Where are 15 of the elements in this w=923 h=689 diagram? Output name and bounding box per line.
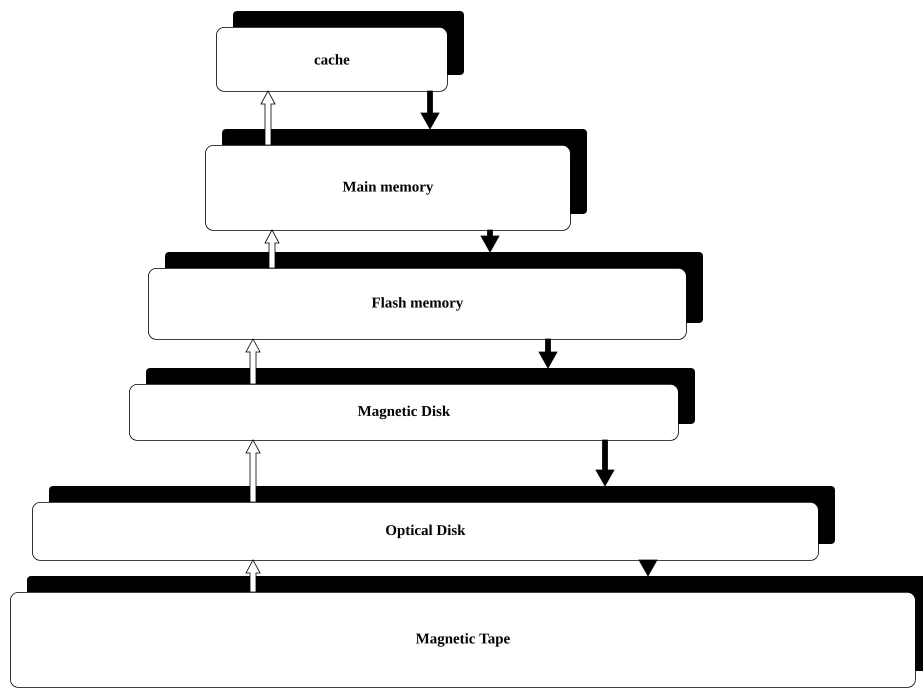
memory-box: Flash memory bbox=[148, 252, 703, 340]
arrow bbox=[420, 90, 440, 130]
hollow-arrow bbox=[260, 90, 276, 146]
arrow bbox=[480, 230, 500, 253]
memory-box: Magnetic Disk bbox=[129, 368, 695, 441]
memory-box: cache bbox=[216, 11, 464, 92]
hollow-arrow bbox=[245, 338, 261, 384]
memory-box: Main memory bbox=[205, 129, 587, 231]
arrow bbox=[595, 440, 615, 487]
hollow-arrow bbox=[245, 439, 261, 502]
memory-box: Magnetic Tape bbox=[10, 576, 923, 688]
arrow bbox=[538, 338, 558, 369]
hollow-arrow bbox=[264, 229, 280, 268]
memory-box: Optical Disk bbox=[32, 486, 835, 561]
hollow-arrow bbox=[245, 559, 261, 592]
